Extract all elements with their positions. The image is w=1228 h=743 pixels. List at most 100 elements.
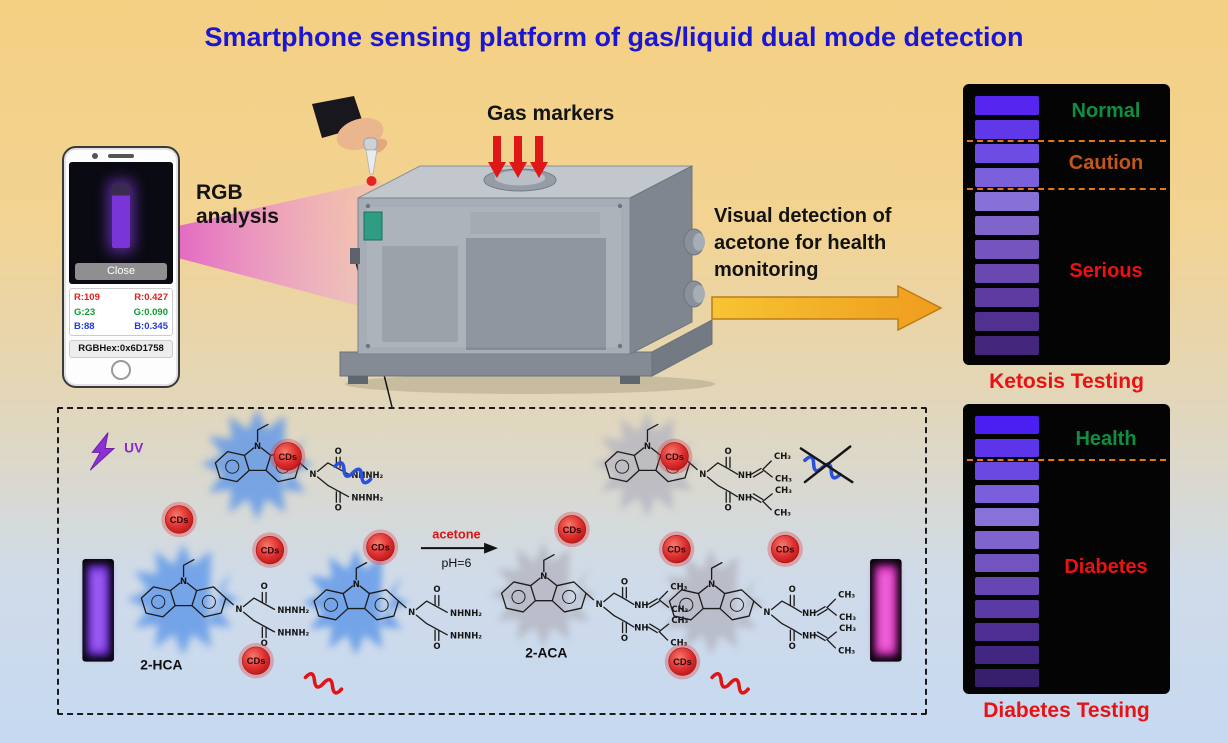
cds-dot (664, 643, 701, 680)
rgb-row-green: G:23 G:0.090 (74, 307, 168, 318)
home-button[interactable] (111, 360, 131, 380)
quenched-emission (799, 445, 854, 484)
reaction-graphics: N N O NHNH₂ O (82, 409, 902, 697)
health-label: Health (1075, 428, 1137, 450)
color-strip (975, 669, 1039, 687)
cds-dot (766, 530, 804, 568)
threshold-divider (967, 459, 1166, 461)
diabetes-label: Diabetes (1064, 556, 1148, 578)
rgb-row-blue: B:88 B:0.345 (74, 321, 168, 332)
fluorescence-burst-gray (490, 541, 597, 648)
gas-inlet-arrows (488, 136, 548, 178)
color-strip-column (975, 96, 1039, 355)
color-strip (975, 416, 1039, 434)
rgb-readout: R:109 R:0.427 G:23 G:0.090 B:88 B:0.345 (69, 288, 173, 336)
lightning-bolt-icon (89, 432, 116, 471)
color-strip (975, 144, 1039, 163)
threshold-divider (967, 140, 1166, 142)
visual-detection-line2: acetone for health (714, 232, 887, 254)
emission-squiggle-red (302, 670, 345, 697)
color-strip (975, 216, 1039, 235)
close-button[interactable]: Close (75, 263, 167, 280)
rgb-beam (178, 180, 382, 312)
color-strip (975, 336, 1039, 355)
color-strip (975, 439, 1039, 457)
uv-cuvette-magenta (870, 559, 902, 662)
diabetes-result-panel: Health Diabetes (963, 404, 1170, 694)
cds-dot (553, 511, 591, 548)
rgb-analysis-label: RGB analysis (196, 181, 279, 229)
color-strip (975, 168, 1039, 187)
diabetes-caption: Diabetes Testing (983, 699, 1150, 722)
color-strip (975, 623, 1039, 641)
color-strip (975, 646, 1039, 664)
g-norm-value: G:0.090 (133, 306, 168, 318)
gas-markers-label: Gas markers (487, 102, 615, 125)
g-abs-value: G:23 (74, 306, 96, 318)
cds-dot (251, 531, 289, 569)
color-strip (975, 240, 1039, 259)
cds-dot (269, 438, 306, 475)
hand-with-dropper (312, 96, 388, 186)
acetone-label: acetone (432, 526, 480, 541)
cds-dot (237, 642, 275, 679)
visual-detection-line1: Visual detection of (714, 205, 892, 227)
color-strip (975, 96, 1039, 115)
uv-cuvette-blue (82, 559, 114, 662)
color-strip (975, 120, 1039, 139)
visual-detection-label: Visual detection of acetone for health m… (714, 203, 891, 284)
aca-name-label: 2-ACA (525, 645, 567, 661)
color-strip (975, 600, 1039, 618)
emission-squiggle-red (708, 670, 752, 697)
liquid-drop (366, 176, 377, 186)
b-abs-value: B:88 (74, 321, 95, 332)
serious-label: Serious (1069, 260, 1143, 282)
rgb-hex-readout: RGBHex:0x6D1758 (69, 340, 173, 358)
gas-detection-device (339, 165, 715, 394)
cuvette-photo (112, 184, 130, 248)
color-strip (975, 462, 1039, 480)
color-strip (975, 312, 1039, 331)
ph-label: pH=6 (442, 556, 472, 570)
cds-dot (362, 528, 399, 566)
threshold-divider (967, 188, 1166, 190)
smartphone: Close R:109 R:0.427 G:23 G:0.090 B:88 B:… (62, 146, 180, 388)
rgb-row-red: R:109 R:0.427 (74, 292, 168, 303)
reaction-mechanism-box: N N O NHNH₂ O (57, 407, 927, 715)
uv-source: UV (89, 432, 144, 471)
caution-label: Caution (1068, 152, 1144, 174)
fluorescence-burst-blue (302, 549, 410, 656)
normal-label: Normal (1071, 100, 1141, 122)
cds-dot (656, 438, 693, 475)
r-norm-value: R:0.427 (134, 292, 168, 303)
visual-detection-line3: monitoring (714, 259, 819, 281)
color-strip (975, 485, 1039, 503)
rgb-analysis-line2: analysis (196, 205, 279, 228)
ketosis-caption: Ketosis Testing (989, 370, 1144, 393)
phone-screen: Close (69, 162, 173, 284)
rgb-analysis-line1: RGB (196, 181, 243, 204)
color-strip (975, 508, 1039, 526)
b-norm-value: B:0.345 (134, 321, 168, 332)
phone-camera (92, 153, 98, 159)
color-strip (975, 531, 1039, 549)
reaction-arrow: acetone pH=6 (420, 526, 498, 570)
color-strip (975, 264, 1039, 283)
ketosis-result-panel: Normal Caution Serious (963, 84, 1170, 365)
sensor-window (363, 211, 383, 241)
cds-dot (658, 530, 695, 568)
r-abs-value: R:109 (74, 292, 100, 303)
color-strip (975, 577, 1039, 595)
detection-flow-arrow (711, 284, 943, 332)
cds-dot (160, 501, 198, 538)
figure-title: Smartphone sensing platform of gas/liqui… (204, 22, 1024, 52)
color-strip (975, 554, 1039, 572)
phone-speaker (108, 154, 134, 158)
color-strip (975, 192, 1039, 211)
hca-name-label: 2-HCA (140, 657, 182, 673)
fluorescence-burst-blue (126, 543, 240, 656)
uv-label: UV (124, 439, 144, 455)
color-strip (975, 288, 1039, 307)
